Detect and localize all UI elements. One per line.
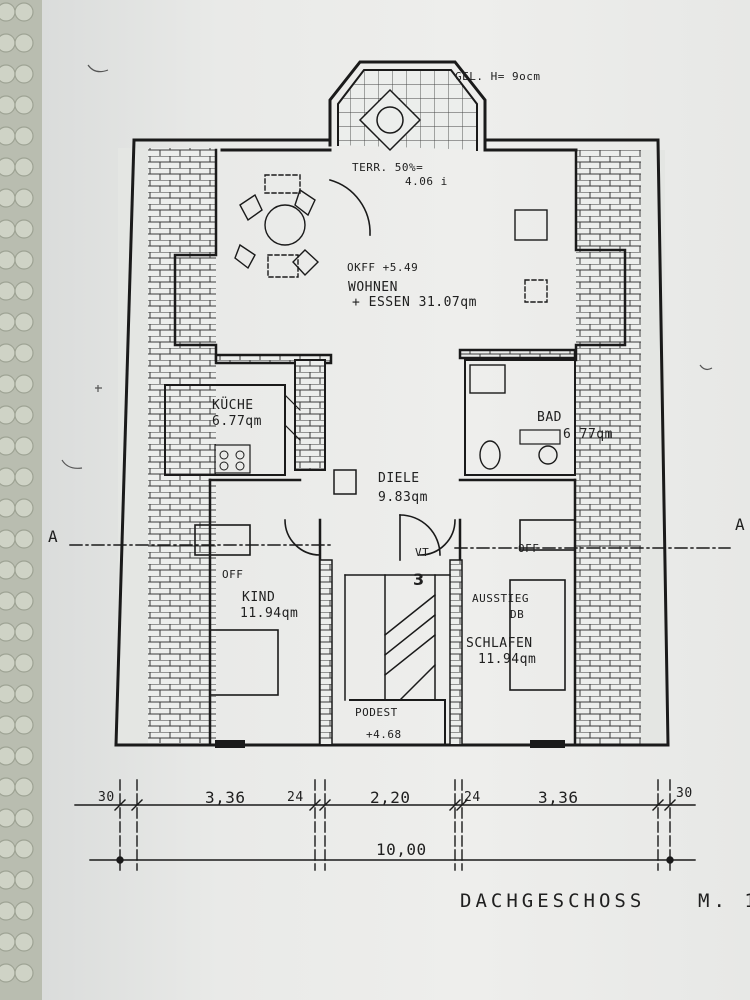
kitchen	[164, 359, 326, 476]
stud-bump	[14, 219, 34, 239]
section-marker-left: A	[48, 527, 59, 546]
stud-bump	[14, 374, 34, 394]
section-marker-right: A	[735, 515, 746, 534]
dimension-endpoint	[666, 856, 674, 864]
kitchen-area: 6.77qm	[212, 414, 262, 429]
stud-bump	[14, 2, 34, 22]
dim-total: 10,00	[376, 840, 427, 859]
living-level: OKFF +5.49	[347, 261, 419, 274]
roof-exit-note-2: DB	[510, 608, 525, 621]
roof-exit-note: AUSSTIEG	[472, 592, 529, 605]
stud-bump	[14, 901, 34, 921]
stud-bump	[14, 312, 34, 332]
stud-bump	[14, 715, 34, 735]
stud-bump	[14, 560, 34, 580]
stud-bump	[14, 188, 34, 208]
living-room-walls	[173, 148, 627, 365]
dimension-tick	[319, 799, 331, 811]
dim-wall-inner-right: 24	[464, 790, 481, 805]
stud-bump	[14, 405, 34, 425]
stud-bump	[14, 250, 34, 270]
kid-room-window: OFF	[222, 568, 244, 581]
stair-number: 3	[413, 570, 425, 589]
dimension-endpoint	[116, 856, 124, 864]
stud-bump	[14, 932, 34, 952]
dimension-tick	[652, 799, 664, 811]
pencil-marks	[61, 64, 713, 469]
lego-baseplate-strip	[0, 0, 45, 1000]
stud-bump	[14, 343, 34, 363]
bathroom-area: 6.77qm	[563, 427, 613, 442]
dimension-tick	[456, 799, 468, 811]
stud-bump	[14, 622, 34, 642]
bedroom-area: 11.94qm	[478, 652, 537, 667]
staircase	[344, 574, 451, 746]
stud-bump	[14, 746, 34, 766]
dimension-lines	[74, 779, 696, 871]
stud-bump	[14, 467, 34, 487]
stud-bump	[14, 498, 34, 518]
outer-walls	[114, 138, 670, 747]
stud-bump	[14, 64, 34, 84]
hall-area: 9.83qm	[378, 490, 428, 505]
roof-hatch-left	[118, 148, 216, 743]
drawing-scale: M. 1	[698, 890, 750, 912]
section-line-a	[69, 544, 731, 549]
dim-stair: 2,20	[370, 788, 411, 807]
dim-wall-inner-left: 24	[287, 790, 304, 805]
stud-bump	[14, 33, 34, 53]
kitchen-name: KÜCHE	[212, 398, 254, 413]
stud-bump	[14, 963, 34, 983]
kid-room-name: KIND	[242, 590, 276, 605]
landing-level: +4.68	[366, 728, 402, 741]
hall-name: DIELE	[378, 471, 420, 486]
dimension-tick	[664, 799, 676, 811]
stud-bump	[14, 777, 34, 797]
stud-bump	[14, 157, 34, 177]
dim-wall-right: 30	[676, 786, 693, 801]
stud-bump	[14, 281, 34, 301]
bedroom-name: SCHLAFEN	[466, 636, 533, 651]
dimension-tick	[309, 799, 321, 811]
bedroom-furniture	[194, 519, 576, 696]
bathroom	[464, 359, 576, 476]
landing-name: PODEST	[355, 706, 398, 719]
dimension-tick	[114, 799, 126, 811]
bedroom-window: OFF	[518, 542, 540, 555]
living-room-area: + ESSEN 31.07qm	[352, 295, 477, 310]
stud-bump	[14, 839, 34, 859]
dim-room-left: 3,36	[205, 788, 246, 807]
header-note: GEL. H= 9ocm	[455, 70, 541, 83]
stud-bump	[14, 436, 34, 456]
terrace-bay	[328, 60, 487, 152]
stud-bump	[14, 95, 34, 115]
dim-wall-left: 30	[98, 790, 115, 805]
terrace-area: 4.06 i	[405, 175, 448, 188]
drawing-title: DACHGESCHOSS	[460, 890, 646, 912]
stud-bump	[14, 684, 34, 704]
terrace-label: TERR. 50%=	[352, 161, 424, 174]
roof-hatch-right	[576, 150, 665, 745]
stud-bump	[14, 591, 34, 611]
stud-bump	[14, 653, 34, 673]
dimension-tick	[449, 799, 461, 811]
dim-room-right: 3,36	[538, 788, 579, 807]
stud-bump	[14, 870, 34, 890]
stud-bump	[14, 126, 34, 146]
stud-bump	[14, 529, 34, 549]
interior-walls	[208, 469, 577, 748]
dimension-tick	[131, 799, 143, 811]
dining-set	[234, 174, 548, 303]
bathroom-name: BAD	[537, 410, 562, 425]
kid-room-area: 11.94qm	[240, 606, 299, 621]
living-room-name: WOHNEN	[348, 280, 398, 295]
stud-bump	[14, 808, 34, 828]
vt-label: VT	[415, 546, 430, 559]
